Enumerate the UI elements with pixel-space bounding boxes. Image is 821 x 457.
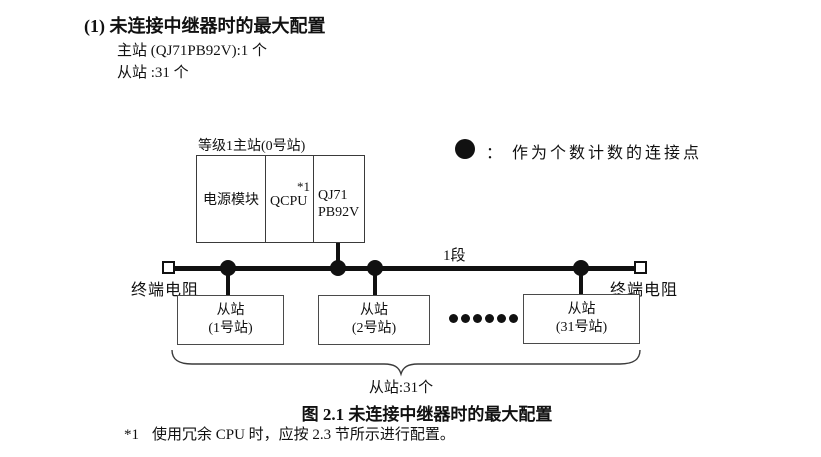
qcpu-label: QCPU xyxy=(270,194,308,209)
slave-station-number: (2号站) xyxy=(351,321,397,336)
slaves-brace xyxy=(171,349,641,377)
slave-box-1: 从站 (1号站) xyxy=(177,295,284,345)
dot-icon xyxy=(485,314,494,323)
dot-icon xyxy=(497,314,506,323)
connection-dot xyxy=(367,260,383,276)
slave-name: 从站 xyxy=(216,303,245,318)
slave-count-line: 从站 :31 个 xyxy=(117,65,189,81)
dot-icon xyxy=(461,314,470,323)
slave-name: 从站 xyxy=(360,303,388,318)
slave-drop-line xyxy=(579,270,583,295)
network-module-cell: QJ71 PB92V xyxy=(314,156,364,242)
master-count-line: 主站 (QJ71PB92V):1 个 xyxy=(117,43,268,59)
connection-dot xyxy=(220,260,236,276)
dot-icon xyxy=(509,314,518,323)
terminator-right-square xyxy=(634,261,647,274)
master-station-label: 等级1主站(0号站) xyxy=(198,139,306,154)
slave-station-number: (31号站) xyxy=(555,320,608,335)
slave-drop-line xyxy=(226,270,230,295)
footnote-marker: *1 xyxy=(124,427,139,443)
slave-drop-line xyxy=(373,270,377,295)
figure-caption: 图 2.1 未连接中继器时的最大配置 xyxy=(301,405,553,424)
footnote: *1 使用冗余 CPU 时，应按 2.3 节所示进行配置。 xyxy=(124,423,455,444)
master-drop-line xyxy=(336,243,340,267)
terminator-left-square xyxy=(162,261,175,274)
connection-dot xyxy=(573,260,589,276)
section-title: (1) 未连接中继器时的最大配置 xyxy=(84,16,326,36)
ellipsis-dots xyxy=(449,314,518,323)
connection-dot xyxy=(330,260,346,276)
network-module-line1: QJ71 xyxy=(318,188,348,203)
terminator-left-label: 终端电阻 xyxy=(131,282,200,299)
segment-label: 1段 xyxy=(443,248,466,264)
dot-icon xyxy=(449,314,458,323)
network-module-line2: PB92V xyxy=(318,205,360,220)
footnote-text: 使用冗余 CPU 时，应按 2.3 节所示进行配置。 xyxy=(152,427,455,443)
legend-label: ： 作为个数计数的连接点 xyxy=(486,145,703,162)
bus-line xyxy=(174,266,635,271)
slave-station-number: (1号站) xyxy=(208,321,253,336)
slave-box-31: 从站 (31号站) xyxy=(523,294,640,344)
dot-icon xyxy=(473,314,482,323)
slave-name: 从站 xyxy=(567,302,596,317)
slave-box-2: 从站 (2号站) xyxy=(318,295,430,345)
qcpu-footnote-ref: *1 xyxy=(297,179,310,194)
slaves-total-label: 从站:31个 xyxy=(368,380,434,396)
master-station-box: 电源模块 *1 QCPU QJ71 PB92V xyxy=(196,155,365,243)
connection-point-dot-icon xyxy=(455,139,475,159)
qcpu-cell: *1 QCPU xyxy=(266,156,314,242)
power-module-cell: 电源模块 xyxy=(197,156,266,242)
